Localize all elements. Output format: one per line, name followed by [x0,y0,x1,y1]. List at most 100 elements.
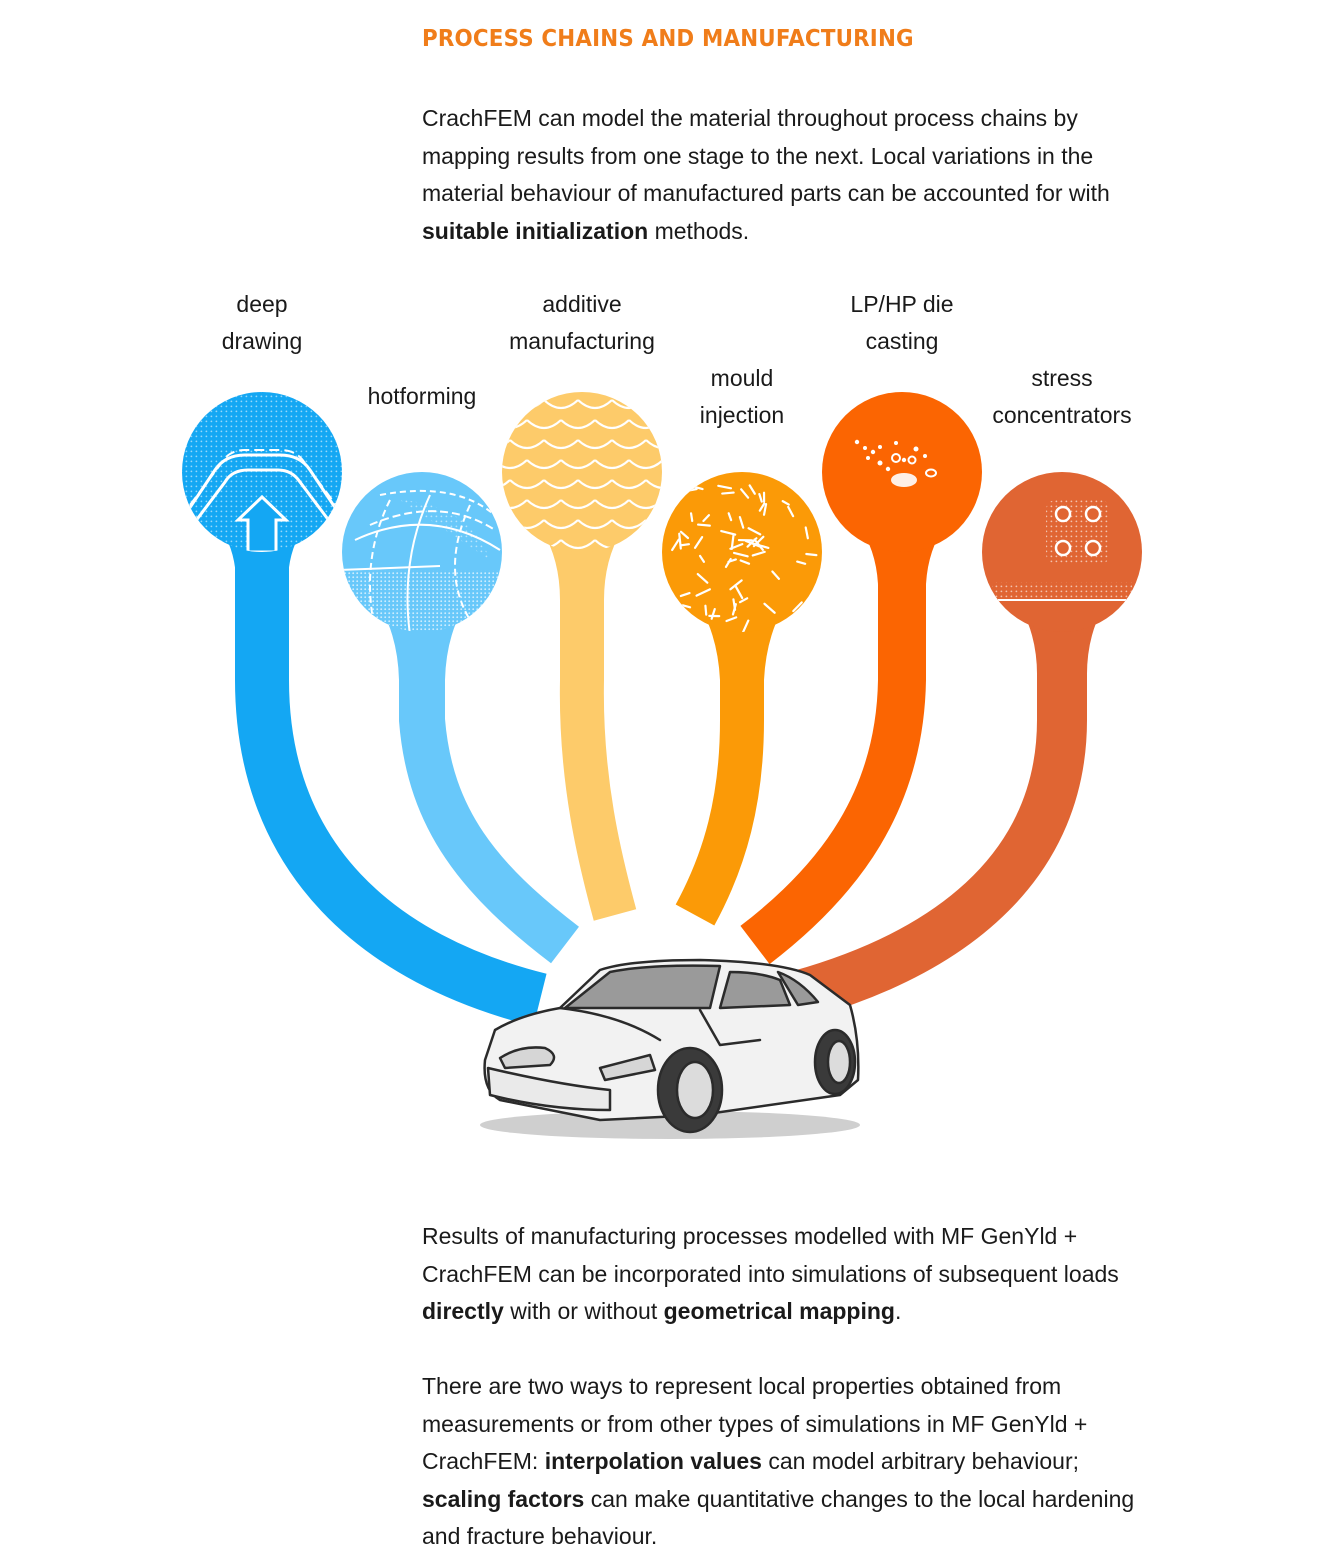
ways-text: can model arbitrary behaviour; [761,1448,1080,1474]
fibre-stroke [763,602,776,614]
fibre-stroke [694,618,699,630]
fibre-stroke [758,502,766,512]
label-line: casting [865,328,939,354]
fibre-stroke [681,604,692,609]
fibre-stroke [698,554,706,563]
results-text: . [894,1298,902,1324]
scale-arc [502,479,511,490]
fibre-stroke [727,512,733,522]
intro-line: CrachFEM can model the material througho… [422,105,1078,131]
scale-arc [560,499,596,510]
scale-arc [697,460,731,468]
fibre-stroke [696,572,709,584]
fibre-stroke [739,559,751,565]
fibre-stroke [710,607,716,620]
scale-arc [543,519,579,530]
deep-drawing-bulb [182,392,342,552]
fibre-stroke [704,604,708,616]
scale-arc [611,479,647,490]
label-die-casting: LP/HP die casting [792,286,1012,360]
results-paragraph: Results of manufacturing processes model… [422,1218,1182,1331]
fibre-stroke [734,584,744,600]
label-stress-concentrators: stress concentrators [952,360,1172,434]
fibre-stroke [741,619,750,632]
process-chain-diagram [182,392,1142,1139]
scale-arc [645,439,662,450]
label-line: additive [542,291,622,317]
fibre-stroke [678,532,682,550]
fibre-stroke [787,505,795,518]
hotforming-bulb [342,472,502,632]
fibre-stroke [717,484,733,490]
fibre-stroke [689,512,694,523]
fibre-stroke [729,579,743,591]
ways-line: measurements or from other types of simu… [422,1410,1088,1437]
fibre-stroke [744,539,761,548]
scale-arc [543,399,579,410]
scale-arc [502,459,528,470]
results-line: directly with or without geometrical map… [422,1293,1182,1331]
fibre-stroke [731,603,737,616]
fibre-stroke [781,500,790,506]
intro-line: material behaviour of manufactured parts… [422,180,1110,206]
results-line: Results of manufacturing processes model… [422,1223,1078,1249]
scale-arc [594,419,630,430]
car-illustration [480,958,860,1139]
fibre-stroke [758,492,763,503]
results-emphasis: directly [422,1298,504,1324]
fibre-stroke [679,543,691,547]
fibre-stroke [721,491,735,495]
ways-emphasis: scaling factors [422,1485,585,1512]
scale-arc [577,439,613,450]
ways-line: scaling factors can make quantitative ch… [422,1481,1182,1519]
label-line: hotforming [367,383,477,409]
fibre-stroke [792,601,803,613]
scale-arc [577,479,613,490]
ways-emphasis: interpolation values [544,1448,762,1474]
scale-arc [663,460,697,468]
stress-concentrators-bulb [982,472,1142,632]
label-line: drawing [221,328,303,354]
label-line: concentrators [992,402,1132,428]
scale-arc [526,419,562,430]
scale-arc [560,459,596,470]
scale-arc [645,479,662,490]
die-casting-bulb [822,392,982,552]
fibre-stroke [805,552,818,557]
ways-text: can make quantitative changes to the loc… [584,1485,1135,1512]
label-line: stress [1031,365,1093,391]
fibre-stroke [740,488,750,499]
fibre-stroke [771,570,781,580]
scale-arc [577,519,613,530]
scale-arc [509,439,545,450]
results-text: with or without [503,1298,664,1324]
fibre-stroke [732,551,749,558]
intro-text: methods. [648,217,750,244]
scale-arc [509,479,545,490]
stress-concentrators-stem [793,620,1088,1020]
label-additive-manufacturing: additive manufacturing [472,286,692,360]
intro-paragraph: CrachFEM can model the material througho… [422,100,1182,250]
label-deep-drawing: deep drawing [152,286,372,360]
fibre-stroke [696,523,711,527]
fibre-stroke [693,535,704,549]
fibre-stroke [751,550,766,557]
intro-line: mapping results from one stage to the ne… [422,142,1094,169]
scale-arc [611,439,647,450]
scale-arc [594,499,630,510]
label-line: deep [236,291,288,317]
fibre-stroke [727,558,737,563]
ways-line: There are two ways to represent local pr… [422,1373,1062,1399]
scale-arc [560,419,596,430]
intro-emphasis: suitable initialization [422,217,649,244]
fibre-stroke [804,526,809,540]
scale-arc [543,439,579,450]
fibre-stroke [729,543,744,550]
fibre-stroke [748,484,756,495]
scale-arc [502,439,511,450]
fibre-stroke [762,503,768,516]
label-line: LP/HP die [850,291,954,317]
section-heading: PROCESS CHAINS AND MANUFACTURING [422,26,914,52]
label-line: mould [710,365,774,391]
scale-arc [628,539,662,550]
